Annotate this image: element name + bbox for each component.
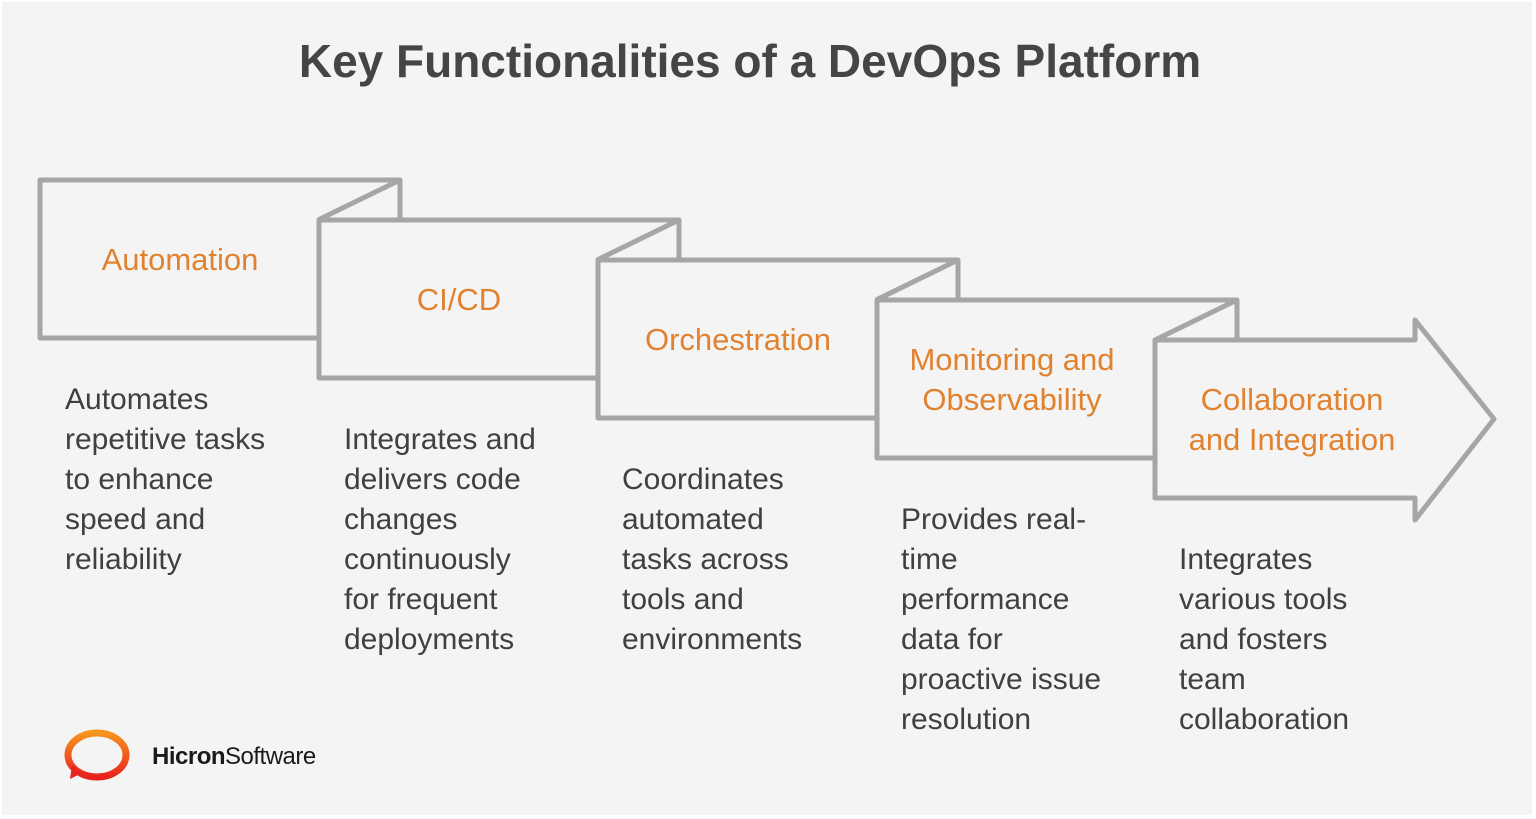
step-description-automation: Automates repetitive tasks to enhance sp… bbox=[65, 383, 266, 576]
brand-regular: Software bbox=[225, 743, 316, 770]
step-label-orchestration: Orchestration bbox=[644, 322, 832, 357]
brand-bold: Hicron bbox=[152, 743, 226, 770]
step-description-cicd: Integrates and delivers code changes con… bbox=[344, 423, 536, 656]
step-description-monitoring: Provides real- time performance data for… bbox=[901, 503, 1102, 736]
step-description-collaboration: Integrates various tools and fosters tea… bbox=[1179, 543, 1350, 736]
company-name: HicronSoftware bbox=[152, 743, 316, 771]
company-logo: HicronSoftware bbox=[62, 729, 316, 785]
step-label-automation: Automation bbox=[101, 242, 259, 277]
step-label-monitoring: Monitoring and Observability bbox=[909, 342, 1115, 417]
step-label-collaboration: Collaboration and Integration bbox=[1188, 382, 1396, 457]
page-title: Key Functionalities of a DevOps Platform bbox=[298, 35, 1202, 87]
speech-bubble-ring-icon bbox=[64, 729, 130, 781]
step-label-cicd: CI/CD bbox=[416, 282, 502, 317]
step-box-automation bbox=[37, 177, 403, 341]
step-box-monitoring bbox=[874, 297, 1240, 461]
step-box-orchestration bbox=[595, 257, 961, 421]
step-arrow-collaboration bbox=[1152, 317, 1497, 523]
step-description-orchestration: Coordinates automated tasks across tools… bbox=[622, 463, 803, 656]
step-box-cicd bbox=[316, 217, 682, 381]
